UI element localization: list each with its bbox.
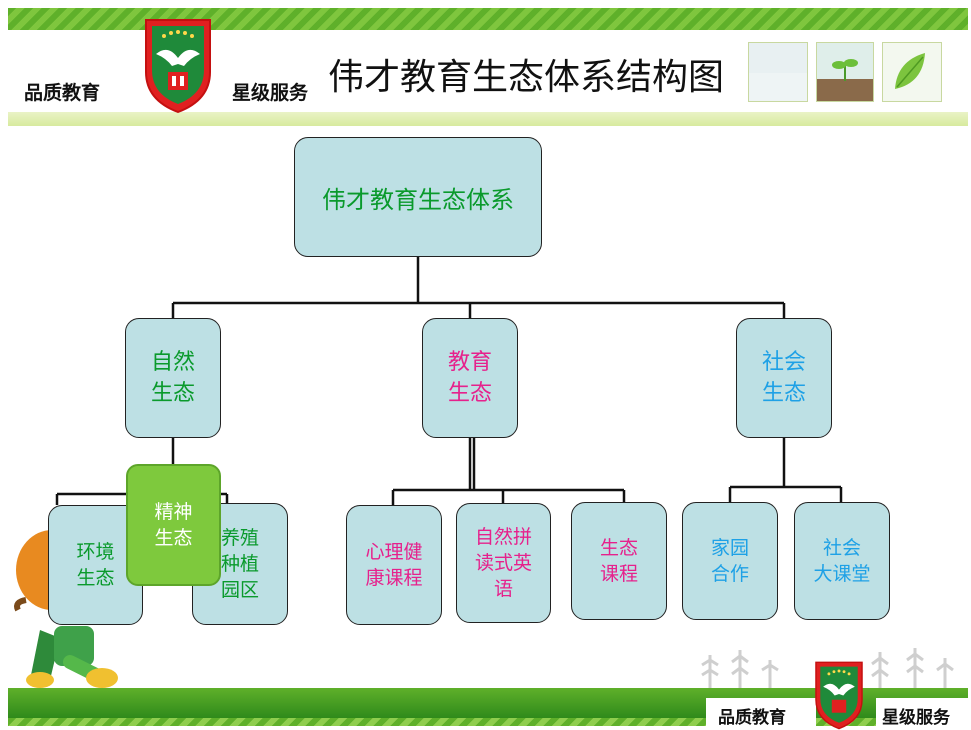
sprout-photo — [816, 42, 874, 102]
mental-health-course-node: 心理健 康课程 — [346, 505, 442, 625]
spirit-label-line1: 精神 — [154, 501, 193, 523]
farm-label-line1: 养殖 — [220, 527, 259, 549]
class-label-line2: 大课堂 — [813, 563, 871, 585]
leaf-photo — [882, 42, 942, 102]
spirit-ecology-node: 精神 生态 — [126, 464, 221, 586]
footer-slogan-bg-right — [876, 698, 968, 728]
society-classroom-node: 社会 大课堂 — [794, 502, 890, 620]
phonics-english-node: 自然拼 读式英 语 — [456, 503, 551, 623]
society-label-line1: 社会 — [761, 350, 806, 375]
nature-label-line1: 自然 — [150, 350, 195, 375]
header-stripe — [8, 8, 968, 30]
plants-decoration-icon — [701, 648, 954, 695]
eco-label-line1: 生态 — [599, 537, 638, 559]
footer-slogan-right: 星级服务 — [882, 708, 950, 728]
education-label-line1: 教育 — [447, 350, 492, 375]
root-label: 伟才教育生态体系 — [322, 185, 514, 214]
footer-slogan-left: 品质教育 — [718, 708, 786, 728]
phonics-label-line1: 自然拼 — [474, 526, 532, 548]
footer-logo-icon — [815, 661, 863, 730]
env-label-line1: 环境 — [76, 541, 115, 563]
psych-label-line2: 康课程 — [365, 567, 423, 589]
env-label-line2: 生态 — [76, 567, 115, 589]
society-ecology-node: 社会 生态 — [736, 318, 832, 438]
header-slogan-left: 品质教育 — [24, 82, 101, 104]
page-title: 伟才教育生态体系结构图 — [328, 57, 725, 98]
root-node: 伟才教育生态体系 — [294, 137, 542, 257]
header-band — [8, 112, 968, 126]
farm-label-line2: 种植 — [220, 553, 259, 575]
education-label-line2: 生态 — [447, 381, 492, 406]
education-ecology-node: 教育 生态 — [422, 318, 518, 438]
header-slogan-right: 星级服务 — [232, 82, 309, 104]
eco-course-node: 生态 课程 — [571, 502, 667, 620]
school-logo-icon — [145, 19, 211, 114]
footer-stripe — [8, 718, 968, 726]
footer-slogan-bg-left — [706, 698, 816, 728]
eco-label-line2: 课程 — [599, 563, 638, 585]
home-school-cooperation-node: 家园 合作 — [682, 502, 778, 620]
sky-photo — [748, 42, 808, 102]
phonics-label-line2: 读式英 — [474, 552, 532, 574]
home-label-line2: 合作 — [710, 563, 749, 585]
home-label-line1: 家园 — [710, 537, 749, 559]
spirit-label-line2: 生态 — [154, 527, 193, 549]
nature-label-line2: 生态 — [150, 381, 195, 406]
farm-label-line3: 园区 — [220, 579, 259, 601]
society-label-line2: 生态 — [761, 381, 806, 406]
psych-label-line1: 心理健 — [365, 541, 423, 563]
phonics-label-line3: 语 — [493, 578, 513, 600]
nature-ecology-node: 自然 生态 — [125, 318, 221, 438]
class-label-line1: 社会 — [822, 537, 861, 559]
